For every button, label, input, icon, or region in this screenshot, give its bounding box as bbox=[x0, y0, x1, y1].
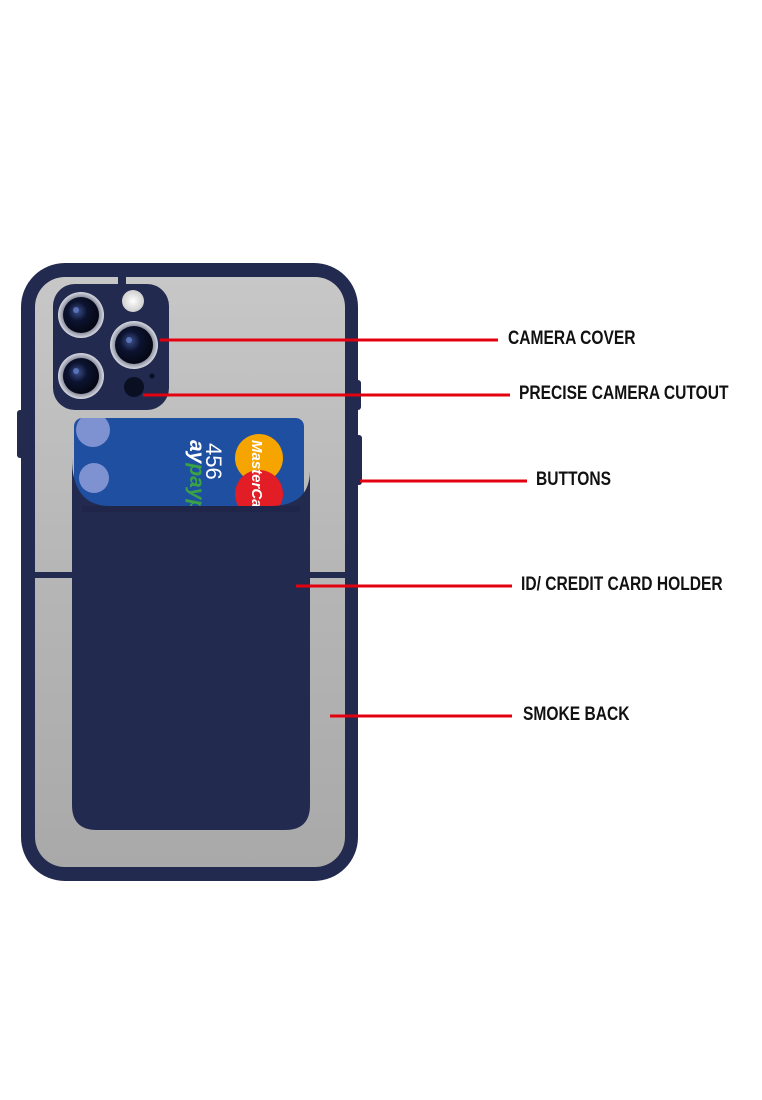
mastercard-yellow-circle bbox=[235, 434, 283, 482]
antenna-band-right bbox=[305, 572, 345, 578]
antenna-band-left bbox=[35, 572, 75, 578]
camera-module bbox=[53, 284, 169, 410]
label-smoke-back: SMOKE BACK bbox=[523, 704, 630, 725]
card-number-digits: 456 bbox=[201, 443, 226, 480]
card-hologram-bottom bbox=[79, 463, 109, 493]
card-holder-pocket bbox=[72, 458, 310, 830]
label-camera-cover: CAMERA COVER bbox=[508, 328, 636, 349]
flash bbox=[122, 290, 144, 312]
lens-middle-right bbox=[110, 321, 158, 369]
card-hologram-top bbox=[76, 418, 110, 447]
label-buttons: BUTTONS bbox=[536, 469, 612, 490]
mastercard-wordmark: MasterCard bbox=[248, 440, 265, 523]
card-holder-lip-shade bbox=[82, 506, 300, 512]
lens-top-left bbox=[58, 292, 104, 338]
label-card-holder: ID/ CREDIT CARD HOLDER bbox=[521, 574, 723, 595]
label-precise-camera-cutout: PRECISE CAMERA CUTOUT bbox=[519, 383, 729, 404]
lidar-sensor bbox=[124, 377, 144, 397]
antenna-band-top bbox=[118, 277, 126, 287]
callout-lines bbox=[143, 338, 527, 718]
microphone-hole bbox=[149, 373, 155, 379]
lens-bottom-left bbox=[58, 353, 104, 399]
